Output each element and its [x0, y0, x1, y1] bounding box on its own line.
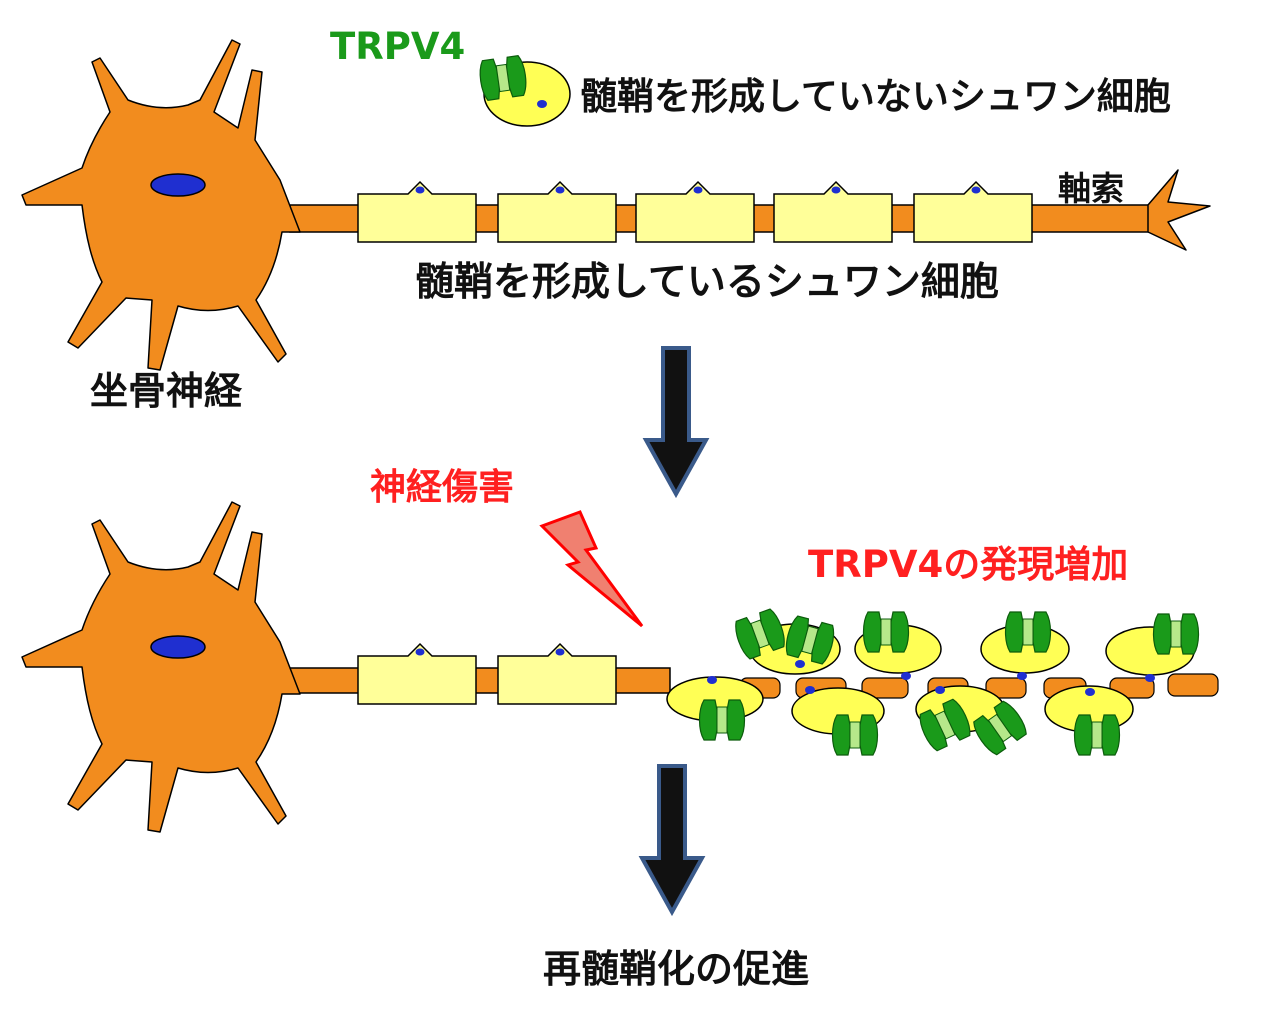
schwann-cell-with-trpv4: [791, 686, 885, 756]
nonmyelinating-schwann-cell: [477, 54, 571, 127]
schwann-cell-with-trpv4: [731, 606, 841, 675]
schwann-cell-with-trpv4: [666, 676, 764, 741]
myelin-schwann-cell: [773, 181, 893, 243]
myelin-schwann-cell: [357, 643, 477, 705]
nerve-injury-label: 神経傷害: [370, 467, 515, 508]
trpv4-expression-label: TRPV4の発現増加: [808, 543, 1129, 586]
schwann-cell-with-trpv4: [1044, 685, 1134, 756]
bottom-schwann-row: [357, 643, 617, 705]
myelin-schwann-cell: [497, 643, 617, 705]
myelinating-schwann-label: 髄鞘を形成しているシュワン細胞: [415, 260, 999, 305]
dedifferentiated-schwann-cells: [666, 606, 1200, 758]
myelin-schwann-cell: [913, 181, 1033, 243]
myelin-schwann-cell: [635, 181, 755, 243]
top-nucleus: [150, 173, 206, 197]
myelin-schwann-cell: [357, 181, 477, 243]
top-cell-body: [21, 39, 301, 371]
down-arrow-icon: [644, 346, 708, 496]
myelin-schwann-cell: [497, 181, 617, 243]
schwann-cell-with-trpv4: [980, 611, 1070, 680]
top-axon-terminal: [1147, 169, 1211, 251]
trpv4-label: TRPV4: [330, 25, 466, 68]
nonmyelinating-schwann-label: 髄鞘を形成していないシュワン細胞: [580, 75, 1171, 118]
schwann-cell-with-trpv4: [915, 685, 1031, 758]
bottom-cell-body: [21, 501, 301, 833]
schwann-cell-with-trpv4: [1105, 613, 1200, 682]
down-arrow-icon: [640, 764, 704, 914]
top-schwann-row: [357, 181, 1033, 243]
axon-label: 軸索: [1058, 169, 1124, 208]
schwann-cell-with-trpv4: [854, 611, 942, 680]
remyelination-label: 再髄鞘化の促進: [543, 947, 810, 991]
bottom-nucleus: [150, 635, 206, 659]
sciatic-nerve-label: 坐骨神経: [90, 369, 243, 413]
lightning-bolt-icon: [539, 510, 644, 628]
